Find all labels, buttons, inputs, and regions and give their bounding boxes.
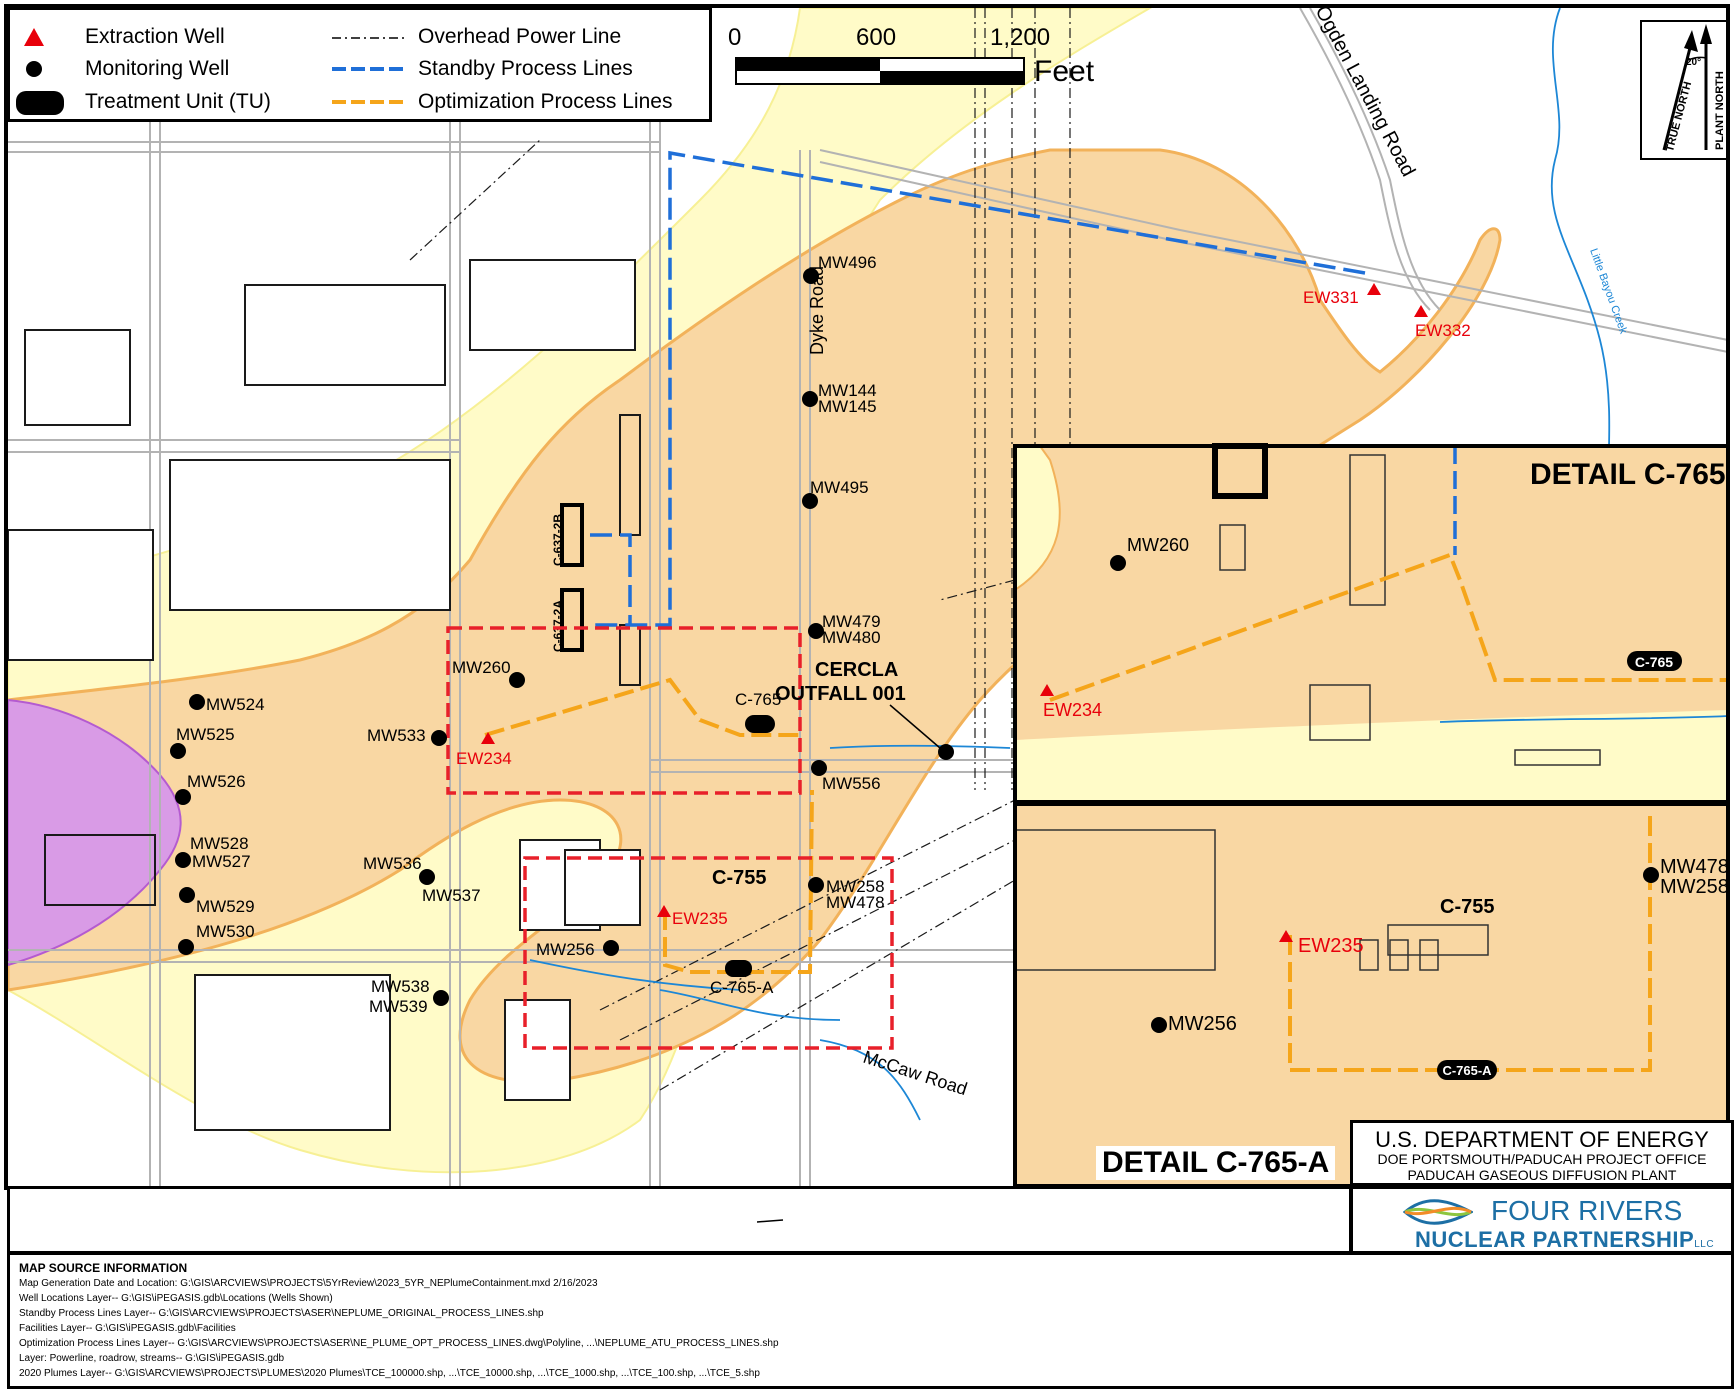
treatment-unit-c765a: [725, 960, 752, 977]
cercla-label-2: OUTFALL 001: [775, 683, 906, 705]
ew235-label: EW235: [672, 909, 728, 928]
legend-treatment-unit: Treatment Unit (TU): [85, 90, 271, 113]
inset-ew234-label: EW234: [1043, 700, 1102, 720]
mw496-label: MW496: [818, 253, 877, 272]
mw144-label: MW144: [818, 381, 877, 400]
buildings: [7, 259, 641, 1131]
detail-c765a-title: DETAIL C-765-A: [1096, 1146, 1336, 1180]
map-source-line: Map Generation Date and Location: G:\GIS…: [19, 1278, 598, 1289]
mw530-label: MW530: [196, 922, 255, 941]
detail-c765-inset: C-765 MW260 EW234: [1014, 443, 1729, 803]
dyke-road-label: Dyke Road: [807, 266, 827, 355]
plant-north-label: PLANT NORTH: [1714, 71, 1726, 150]
overhead-power-lines: [409, 8, 1071, 1091]
mw539-label: MW539: [369, 997, 428, 1016]
plume-purple: [7, 698, 182, 967]
scale-bar: 0 600 1,200: [728, 14, 1051, 104]
inset-mw478-label: MW478: [1660, 856, 1729, 878]
frnp-logo-icon: [1403, 1199, 1473, 1225]
inset-c765a-tu-label: C-765-A: [1442, 1063, 1492, 1078]
frnp-name: NUCLEAR PARTNERSHIP: [1415, 1227, 1695, 1252]
mw258-label: MW258: [826, 877, 885, 896]
doe-line-3: PADUCAH GASEOUS DIFFUSION PLANT: [1407, 1167, 1677, 1183]
mw256-label: MW256: [536, 940, 595, 959]
scale-label-0: 0: [728, 24, 742, 51]
north-angle: 20°: [1686, 57, 1702, 68]
detail-c765-outline: [446, 626, 802, 795]
mw528-label: MW528: [190, 834, 249, 853]
mw495-label: MW495: [810, 478, 869, 497]
title-row-blank: [7, 1186, 1352, 1254]
legend-power-line: Overhead Power Line: [418, 25, 622, 48]
mw524-label: MW524: [206, 695, 265, 714]
treatment-unit-c765: [745, 715, 775, 733]
frnp-llc: LLC: [1694, 1239, 1715, 1250]
mw525-label: MW525: [176, 725, 235, 744]
detail-c765-title: DETAIL C-765: [1530, 458, 1726, 491]
ew332-label: EW332: [1415, 321, 1471, 340]
legend-extraction-well: Extraction Well: [85, 25, 225, 48]
mw533-label: MW533: [367, 726, 426, 745]
mw537-label: MW537: [422, 886, 481, 905]
mw538-label: MW538: [371, 977, 430, 996]
monitoring-wells: [170, 268, 954, 1006]
ew331-label: EW331: [1303, 288, 1359, 307]
legend-optimization-lines: Optimization Process Lines: [418, 90, 673, 113]
inset-c765-tu-label: C-765: [1635, 654, 1673, 670]
frnp-logo: FOUR RIVERS NUCLEAR PARTNERSHIPLLC: [1350, 1186, 1734, 1254]
inset-c755-label: C-755: [1440, 896, 1494, 918]
map-source-line: Well Locations Layer-- G:\GIS\iPEGASIS.g…: [19, 1293, 333, 1304]
mw478-label: MW478: [826, 893, 885, 912]
mw527-label: MW527: [192, 852, 251, 871]
detail-c765a-outline: [523, 856, 894, 1050]
inset-mw256-label: MW256: [1168, 1013, 1237, 1035]
north-arrow: 20° TRUE NORTH PLANT NORTH: [1640, 20, 1728, 160]
frnp-line-1: FOUR RIVERS: [1491, 1195, 1683, 1226]
c637-2b-label: C-637-2B: [551, 514, 565, 566]
mw556-label: MW556: [822, 774, 881, 793]
c765-label: C-765: [735, 690, 781, 709]
map-source-line: Layer: Powerline, roadrow, streams-- G:\…: [19, 1353, 285, 1364]
legend: Extraction Well Monitoring Well Treatmen…: [7, 7, 712, 122]
map-source-line: Facilities Layer-- G:\GIS\iPEGASIS.gdb\F…: [19, 1323, 236, 1334]
inset-ew235-label: EW235: [1298, 935, 1364, 957]
scale-label-1200: 1,200: [990, 24, 1051, 51]
map-source-info: MAP SOURCE INFORMATION Map Generation Da…: [7, 1252, 1734, 1389]
inset-mw260-label: MW260: [1127, 535, 1189, 555]
ew234-label: EW234: [456, 749, 512, 768]
legend-standby-lines: Standby Process Lines: [418, 57, 633, 80]
map-source-line: Standby Process Lines Layer-- G:\GIS\ARC…: [19, 1308, 544, 1319]
map-source-line: Optimization Process Lines Layer-- G:\GI…: [19, 1338, 779, 1349]
doe-line-1: U.S. DEPARTMENT OF ENERGY: [1375, 1127, 1709, 1152]
map-source-title: MAP SOURCE INFORMATION: [19, 1261, 188, 1275]
c637-2a-building: [560, 588, 584, 652]
mw526-label: MW526: [187, 772, 246, 791]
scale-label-600: 600: [856, 24, 897, 51]
mw536-label: MW536: [363, 854, 422, 873]
c637-2a-label: C-637-2A: [551, 600, 565, 652]
inset-mw258-label: MW258: [1660, 876, 1729, 898]
doe-line-2: DOE PORTSMOUTH/PADUCAH PROJECT OFFICE: [1377, 1151, 1707, 1167]
mw479-label: MW479: [822, 612, 881, 631]
scale-units: Feet: [1034, 55, 1095, 88]
mw145-label: MW145: [818, 397, 877, 416]
mw480-label: MW480: [822, 628, 881, 647]
extraction-labels: EW331 EW332 EW234 EW235: [456, 288, 1471, 928]
legend-monitoring-well: Monitoring Well: [85, 57, 230, 80]
map-source-line: 2020 Plumes Layer-- G:\GIS\ARCVIEWS\PROJ…: [19, 1368, 760, 1379]
cercla-label-1: CERCLA: [815, 659, 898, 681]
c765a-label: C-765-A: [710, 978, 774, 997]
mw260-label: MW260: [452, 658, 511, 677]
doe-title-block: U.S. DEPARTMENT OF ENERGY DOE PORTSMOUTH…: [1350, 1120, 1734, 1186]
extraction-wells: [481, 283, 1428, 917]
c755-label: C-755: [712, 867, 766, 889]
mw529-label: MW529: [196, 897, 255, 916]
well-labels: MW496 MW144 MW145 MW495 MW479 MW480 MW26…: [176, 253, 885, 1016]
frnp-line-2: NUCLEAR PARTNERSHIPLLC: [1415, 1227, 1714, 1253]
c637-2b-building: [560, 503, 584, 567]
